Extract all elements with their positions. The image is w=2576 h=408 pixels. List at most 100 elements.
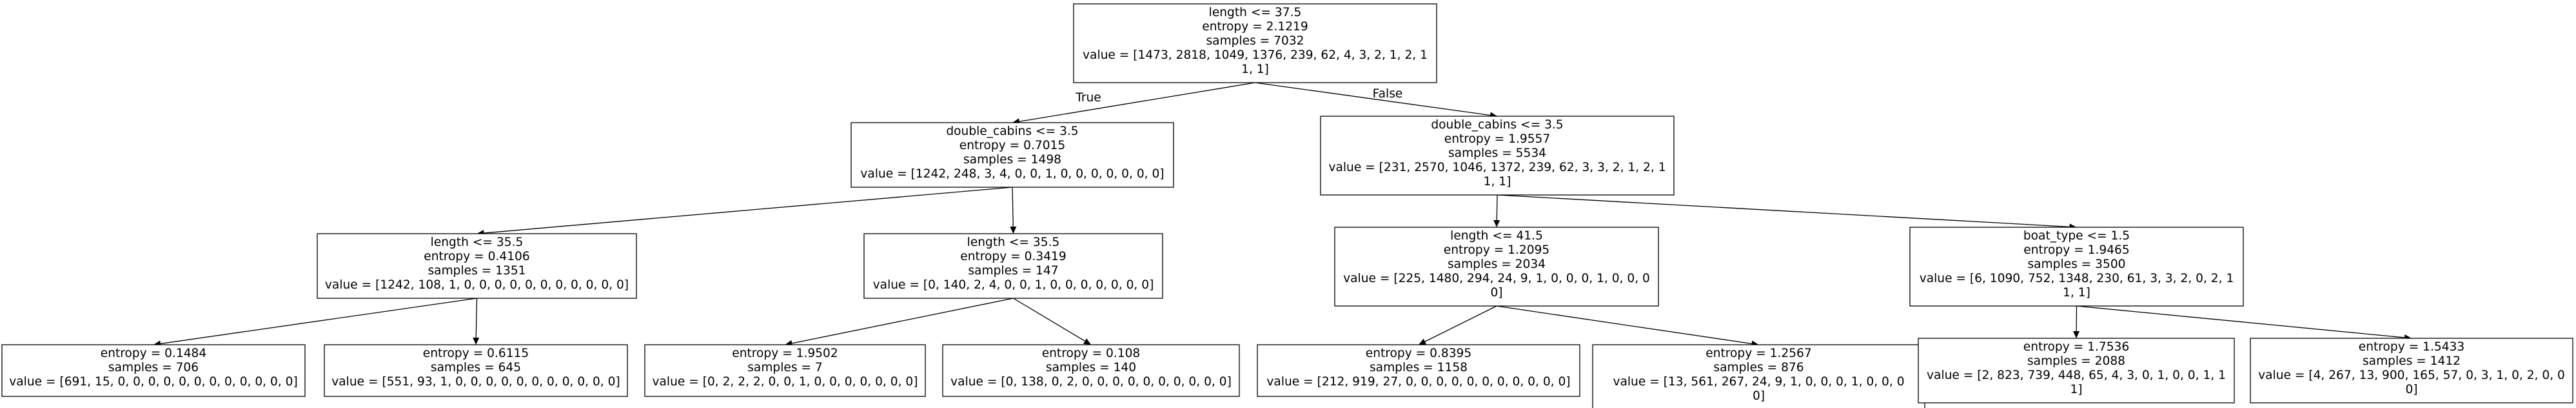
node-text-line: samples = 5534 bbox=[1448, 147, 1546, 160]
node-text-line: entropy = 1.2095 bbox=[1444, 243, 1549, 257]
arrowhead bbox=[1493, 219, 1500, 227]
node-text-line: value = [212, 919, 27, 0, 0, 0, 0, 0, 0,… bbox=[1266, 375, 1570, 389]
tree-edge bbox=[785, 298, 1014, 347]
edge-line bbox=[792, 298, 1014, 344]
edge-line bbox=[1012, 187, 1014, 227]
tree-edge bbox=[1010, 187, 1017, 234]
arrowhead bbox=[1010, 226, 1017, 234]
node-text-line: samples = 1412 bbox=[2363, 354, 2461, 368]
node-text-line: entropy = 1.9502 bbox=[732, 347, 838, 360]
tree-edge bbox=[473, 298, 480, 345]
node-box bbox=[1334, 227, 1659, 307]
node-text-line: samples = 140 bbox=[1046, 361, 1136, 374]
node-text-line: value = [4, 267, 13, 900, 165, 57, 0, 3,… bbox=[2258, 369, 2565, 382]
edge-line bbox=[484, 187, 1013, 234]
tree-edge: True bbox=[1012, 82, 1255, 125]
node-text-line: value = [6, 1090, 752, 1348, 230, 61, 3,… bbox=[1920, 272, 2234, 285]
tree-edge bbox=[1496, 305, 1759, 347]
node-text-line: samples = 645 bbox=[431, 361, 521, 374]
node-box bbox=[1, 344, 306, 397]
node-text-line: entropy = 2.1219 bbox=[1202, 20, 1308, 34]
node-box bbox=[863, 233, 1163, 299]
node-text-line: value = [1242, 248, 3, 4, 0, 0, 1, 0, 0,… bbox=[860, 167, 1164, 181]
node-text-line: samples = 2034 bbox=[1448, 258, 1546, 271]
node-text-line: value = [225, 1480, 294, 24, 9, 1, 0, 0,… bbox=[1343, 272, 1650, 285]
node-text-line: samples = 706 bbox=[108, 361, 199, 374]
tree-edge: False bbox=[1255, 82, 1497, 119]
edge-label: True bbox=[1075, 91, 1101, 105]
node-text-line: entropy = 0.7015 bbox=[959, 139, 1065, 152]
node-box bbox=[324, 344, 628, 397]
node-text-line: value = [1473, 2818, 1049, 1376, 239, 62… bbox=[1083, 48, 1428, 62]
edge-line bbox=[1255, 82, 1491, 116]
arrowhead bbox=[473, 337, 480, 345]
edge-line bbox=[2076, 305, 2405, 338]
node-box bbox=[1909, 227, 2244, 307]
tree-edge bbox=[1013, 298, 1091, 345]
node-text-line: samples = 876 bbox=[1713, 361, 1804, 374]
node-text-line: double_cabins <= 3.5 bbox=[946, 125, 1078, 138]
node-text-line: entropy = 0.6115 bbox=[423, 347, 529, 360]
node-text-line: samples = 1498 bbox=[963, 153, 1061, 167]
node-text-line: entropy = 1.9557 bbox=[1444, 132, 1550, 146]
node-text-line: value = [0, 140, 2, 4, 0, 0, 1, 0, 0, 0,… bbox=[873, 278, 1154, 292]
node-box bbox=[1320, 116, 1675, 196]
node-text-line: samples = 2088 bbox=[2027, 354, 2125, 368]
arrowhead bbox=[1419, 338, 1427, 345]
node-text-line: value = [2, 823, 739, 448, 65, 4, 3, 0, … bbox=[1927, 369, 2226, 382]
node-box bbox=[1257, 344, 1580, 397]
node-text-line: value = [0, 2, 2, 2, 0, 0, 1, 0, 0, 0, 0… bbox=[653, 375, 918, 389]
node-box bbox=[317, 233, 637, 299]
edge-line bbox=[1019, 82, 1255, 122]
node-text-line: samples = 3500 bbox=[2027, 258, 2125, 271]
node-text-line: entropy = 0.4106 bbox=[424, 250, 529, 263]
node-text-line: 0] bbox=[1753, 389, 1765, 403]
node-text-line: boat_type <= 1.5 bbox=[2023, 229, 2130, 243]
node-text-line: 1, 1] bbox=[2063, 286, 2090, 300]
edge-line bbox=[1496, 305, 1752, 345]
node-text-line: samples = 147 bbox=[968, 264, 1058, 278]
edge-line bbox=[1424, 305, 1497, 342]
node-text-line: 0] bbox=[2405, 383, 2417, 396]
edge-line bbox=[160, 298, 477, 345]
node-text-line: entropy = 0.8395 bbox=[1366, 347, 1471, 360]
node-box bbox=[850, 122, 1174, 188]
node-box bbox=[1073, 3, 1437, 83]
node-text-line: value = [13, 561, 267, 24, 9, 1, 0, 0, 0… bbox=[1613, 375, 1904, 389]
tree-edges: True False bbox=[153, 82, 2412, 347]
edge-line bbox=[1013, 298, 1085, 342]
edge-line bbox=[475, 298, 478, 338]
node-text-line: 1, 1] bbox=[1484, 175, 1511, 189]
node-text-line: length <= 41.5 bbox=[1450, 229, 1543, 243]
node-text-line: 1, 1] bbox=[1241, 63, 1269, 76]
node-text-line: double_cabins <= 3.5 bbox=[1431, 118, 1563, 132]
node-text-line: entropy = 0.108 bbox=[1042, 347, 1141, 360]
node-text-line: entropy = 1.5433 bbox=[2359, 340, 2464, 354]
node-text-line: length <= 35.5 bbox=[967, 236, 1060, 249]
node-box bbox=[1592, 344, 1925, 408]
tree-edge bbox=[1419, 305, 1497, 345]
node-text-line: length <= 35.5 bbox=[431, 236, 524, 249]
node-text-line: entropy = 1.2567 bbox=[1706, 347, 1811, 360]
node-text-line: entropy = 0.3419 bbox=[960, 250, 1066, 263]
node-box bbox=[1918, 338, 2235, 403]
node-box bbox=[2250, 338, 2573, 403]
node-text-line: entropy = 0.1484 bbox=[101, 347, 206, 360]
node-text-line: entropy = 1.9465 bbox=[2023, 243, 2129, 257]
node-text-line: samples = 7032 bbox=[1206, 34, 1304, 48]
tree-edge bbox=[2073, 305, 2080, 338]
